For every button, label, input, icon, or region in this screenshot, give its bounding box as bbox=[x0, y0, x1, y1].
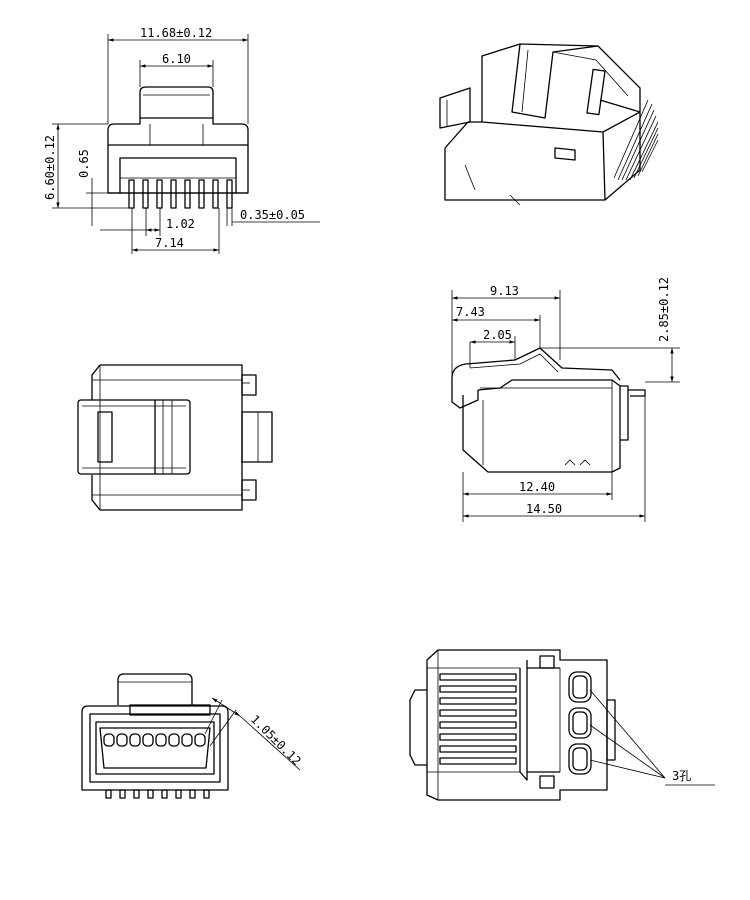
side-view: 9.13 7.43 2.05 2.85±0.12 12.40 14.50 bbox=[451, 277, 680, 522]
dim-side-latch-height: 2.85±0.12 bbox=[657, 277, 671, 342]
dim-front-contact-width: 0.35±0.05 bbox=[240, 208, 305, 222]
dim-front-total-width: 11.68±0.12 bbox=[140, 26, 212, 40]
front-contacts bbox=[128, 179, 233, 209]
top-view bbox=[77, 364, 273, 511]
bottom-holes bbox=[568, 671, 592, 775]
dim-side-length-a: 9.13 bbox=[490, 284, 519, 298]
front-view: 11.68±0.12 6.10 6.60±0.12 0.65 1.02 0.35… bbox=[43, 26, 320, 254]
bottom-view: 3孔 bbox=[409, 649, 715, 801]
holes-note: 3孔 bbox=[672, 769, 691, 783]
dim-side-body-length: 12.40 bbox=[519, 480, 555, 494]
bottom-contact-slots bbox=[439, 673, 517, 765]
rear-contact-slots bbox=[103, 733, 206, 747]
dim-front-height: 6.60±0.12 bbox=[43, 135, 57, 200]
dim-front-contact-pitch: 1.02 bbox=[166, 217, 195, 231]
dim-front-contact-span: 7.14 bbox=[155, 236, 184, 250]
dim-front-latch-width: 6.10 bbox=[162, 52, 191, 66]
iso-contact-ridges bbox=[613, 99, 659, 181]
dim-side-length-b: 7.43 bbox=[456, 305, 485, 319]
dim-side-length-c: 2.05 bbox=[483, 328, 512, 342]
rear-bottom-pins bbox=[105, 789, 210, 799]
dim-front-contact-height: 0.65 bbox=[77, 149, 91, 178]
dim-rear-slot-width: 1.05±0.12 bbox=[248, 712, 304, 768]
dim-side-total-length: 14.50 bbox=[526, 502, 562, 516]
isometric-view bbox=[439, 43, 659, 206]
rear-view: 1.05±0.12 bbox=[81, 673, 304, 799]
